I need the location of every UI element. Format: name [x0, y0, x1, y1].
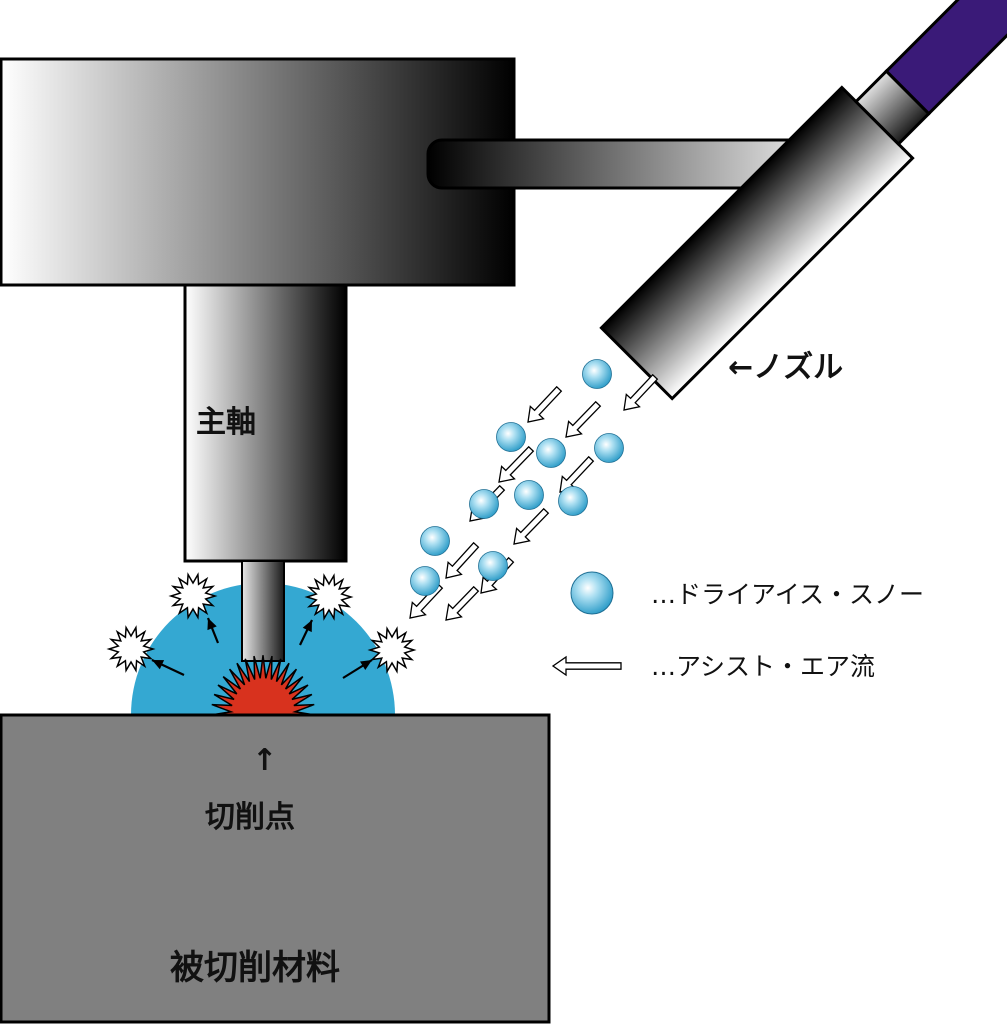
- cutting-point-label: 切削点: [205, 800, 295, 835]
- chip-arrow-2: [299, 619, 313, 646]
- air-arrow-2: [527, 385, 563, 423]
- air-arrow-11: [445, 585, 480, 621]
- heat-burst: [210, 655, 316, 716]
- snow-particle-7: [558, 486, 588, 516]
- legend-assist-air-flow: …アシスト・エア流: [651, 652, 875, 681]
- spindle-label: 主軸: [196, 405, 256, 440]
- snow-particle-10: [410, 566, 440, 596]
- nozzle-assembly: [599, 0, 1007, 401]
- snow-particle-9: [478, 551, 508, 581]
- snow-particle-8: [420, 526, 450, 556]
- chip-spark-2: [304, 573, 354, 621]
- cutting-point-arrow: ↑: [252, 743, 277, 778]
- air-arrow-7: [513, 507, 550, 545]
- legend-snow-particle: [570, 571, 614, 615]
- chip-arrow-3: [151, 659, 185, 676]
- air-arrow-5: [559, 455, 595, 493]
- cutting-tool: [241, 560, 285, 662]
- air-arrow-4: [498, 445, 535, 483]
- legend-dry-ice-snow: …ドライアイス・スノー: [651, 580, 924, 609]
- chip-arrow-1: [206, 617, 220, 644]
- chip-sparks: [106, 572, 417, 674]
- workpiece-label: 被切削材料: [170, 948, 340, 988]
- nozzle-label: ←ノズル: [728, 350, 843, 385]
- snow-particle-4: [594, 433, 624, 463]
- chip-arrow-4: [342, 659, 373, 679]
- snow-particle-2: [496, 422, 526, 452]
- air-arrow-3: [565, 400, 602, 438]
- snow-particle-5: [469, 489, 499, 519]
- nozzle-hose: [884, 0, 1007, 116]
- legend-air-arrow-shape: [551, 655, 622, 677]
- spindle: [183, 283, 348, 563]
- workpiece-block: [0, 713, 551, 1024]
- snow-particle-1: [582, 359, 612, 389]
- chip-spark-3: [106, 625, 156, 673]
- legend-air-arrow: [551, 655, 622, 677]
- chip-spark-1: [168, 572, 218, 620]
- air-arrow-8: [445, 541, 480, 579]
- chip-spark-4: [367, 626, 417, 674]
- chip-scatter-arrows: [151, 617, 373, 679]
- air-arrow-1: [623, 373, 659, 411]
- dry-ice-snow-particles: [410, 359, 624, 596]
- snow-particle-6: [514, 480, 544, 510]
- snow-particle-3: [536, 438, 566, 468]
